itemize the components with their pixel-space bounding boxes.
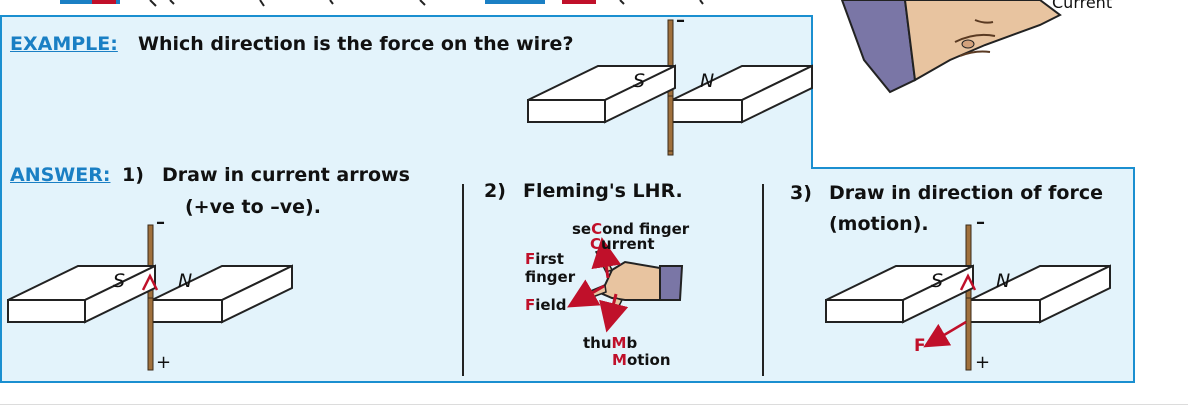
step3-current-arrow [959, 273, 977, 291]
cropped-previous-line [60, 0, 704, 7]
first-label: First [525, 250, 564, 268]
step2-title: Fleming's LHR. [523, 180, 683, 202]
example-heading: EXAMPLE: [10, 33, 118, 55]
step3-line2: (motion). [829, 213, 929, 235]
answer-heading: ANSWER: [10, 164, 111, 186]
force-arrow [923, 320, 967, 348]
step1-plus-sign: + [156, 352, 172, 373]
thumb-label: thuMb [583, 334, 638, 352]
step1-magnet-n-label: N [178, 270, 193, 292]
step3-minus-sign: – [976, 212, 985, 233]
motion-label: Motion [612, 351, 671, 369]
finger-label: finger [525, 268, 576, 286]
field-label: Field [525, 296, 567, 314]
page-bottom-rule [0, 404, 1188, 405]
step1-number: 1) [122, 164, 144, 186]
example-question: Which direction is the force on the wire… [138, 33, 574, 55]
step3-magnet-s-label: S [931, 270, 944, 292]
hand-current-label: Current [1052, 0, 1113, 12]
step3-magnet-n-label: N [996, 270, 1011, 292]
current-label: Current [590, 235, 655, 253]
step1-line1: Draw in current arrows [162, 164, 410, 186]
step2-number: 2) [484, 180, 506, 202]
step1-magnet-diagram [7, 224, 293, 371]
example-magnet-diagram [527, 19, 813, 156]
step3-line1: Draw in direction of force [829, 182, 1103, 204]
step1-line2: (+ve to –ve). [185, 196, 321, 218]
second-finger-label: seCond finger [572, 220, 690, 238]
step3-plus-sign: + [975, 352, 991, 373]
example-magnet-s-label: S [633, 70, 646, 92]
step1-current-arrow [141, 273, 159, 291]
step3-magnet-diagram [825, 224, 1111, 371]
hand-illustration [840, 0, 1062, 94]
step1-minus-sign: – [156, 212, 165, 233]
example-magnet-n-label: N [700, 70, 715, 92]
example-minus-sign: – [676, 10, 685, 31]
step3-number: 3) [790, 182, 812, 204]
lhr-hand-illustration [567, 237, 684, 333]
force-label: F [914, 336, 926, 356]
step1-magnet-s-label: S [113, 270, 126, 292]
